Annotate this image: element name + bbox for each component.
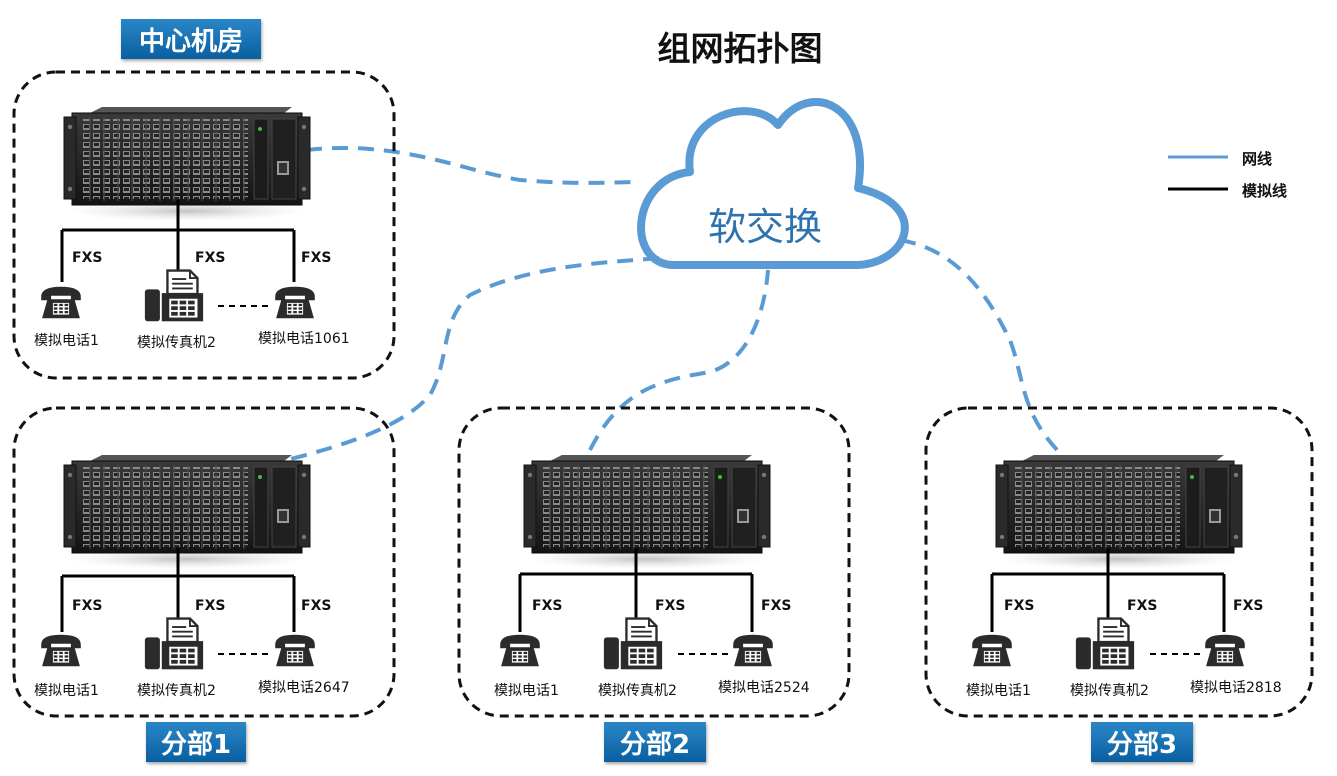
network-link-center bbox=[305, 145, 641, 185]
fxs-port-label: FXS bbox=[72, 250, 103, 266]
gateway-device bbox=[523, 454, 771, 570]
site-label-branch3: 分部3 bbox=[1091, 722, 1193, 762]
device-label: 模拟传真机2 bbox=[137, 683, 216, 699]
fax-icon bbox=[602, 617, 664, 671]
fxs-port-label: FXS bbox=[655, 598, 686, 614]
softswitch-cloud bbox=[637, 98, 909, 269]
site-label-branch2: 分部2 bbox=[604, 722, 706, 762]
site-center bbox=[41, 106, 315, 323]
fxs-port-label: FXS bbox=[301, 250, 332, 266]
site-region-branch1 bbox=[12, 406, 396, 718]
analog-wiring bbox=[60, 200, 296, 307]
site-label-branch1: 分部1 bbox=[146, 722, 246, 762]
device-label: 模拟传真机2 bbox=[598, 683, 677, 699]
fax-icon bbox=[143, 617, 205, 671]
network-links bbox=[265, 145, 1067, 467]
phone-icon bbox=[1205, 634, 1245, 667]
phone-icon bbox=[41, 634, 81, 667]
network-link-branch3 bbox=[899, 238, 1067, 460]
fax-icon bbox=[1074, 617, 1136, 671]
site-branch3 bbox=[972, 454, 1245, 671]
fxs-port-label: FXS bbox=[1004, 598, 1035, 614]
site-region-center bbox=[12, 70, 396, 380]
legend-network-label: 网线 bbox=[1242, 150, 1273, 168]
site-label-center: 中心机房 bbox=[121, 19, 261, 59]
device-label: 模拟电话1 bbox=[34, 683, 99, 699]
softswitch-label: 软交换 bbox=[707, 205, 822, 249]
phone-icon bbox=[972, 634, 1012, 667]
site-branch1 bbox=[41, 454, 315, 671]
site-branch2 bbox=[500, 454, 773, 671]
device-label: 模拟电话1061 bbox=[258, 331, 350, 347]
analog-wiring bbox=[990, 548, 1226, 655]
phone-icon bbox=[41, 286, 81, 319]
site-region-branch2 bbox=[457, 406, 851, 718]
analog-wiring bbox=[60, 548, 296, 655]
network-link-branch2 bbox=[588, 269, 770, 451]
device-label: 模拟电话2647 bbox=[258, 680, 350, 696]
phone-icon bbox=[500, 634, 540, 667]
device-label: 模拟电话2524 bbox=[718, 680, 810, 696]
phone-icon bbox=[275, 286, 315, 319]
fax-icon bbox=[143, 269, 205, 323]
fxs-port-label: FXS bbox=[1233, 598, 1264, 614]
device-label: 模拟电话1 bbox=[494, 683, 559, 699]
device-label: 模拟电话1 bbox=[966, 683, 1031, 699]
fxs-port-label: FXS bbox=[761, 598, 792, 614]
site-region-branch3 bbox=[924, 406, 1314, 718]
fxs-port-label: FXS bbox=[195, 598, 226, 614]
fxs-port-label: FXS bbox=[195, 250, 226, 266]
gateway-device bbox=[63, 454, 311, 570]
device-label: 模拟传真机2 bbox=[137, 335, 216, 351]
phone-icon bbox=[275, 634, 315, 667]
fxs-port-label: FXS bbox=[301, 598, 332, 614]
fxs-port-label: FXS bbox=[72, 598, 103, 614]
device-label: 模拟电话1 bbox=[34, 333, 99, 349]
legend-analog-label: 模拟线 bbox=[1242, 182, 1288, 200]
fxs-port-label: FXS bbox=[1127, 598, 1158, 614]
phone-icon bbox=[733, 634, 773, 667]
gateway-device bbox=[995, 454, 1243, 570]
device-label: 模拟传真机2 bbox=[1070, 683, 1149, 699]
analog-wiring bbox=[518, 548, 754, 655]
fxs-port-label: FXS bbox=[532, 598, 563, 614]
diagram-title: 组网拓扑图 bbox=[657, 29, 823, 68]
network-link-branch1 bbox=[265, 256, 663, 467]
device-label: 模拟电话2818 bbox=[1190, 680, 1282, 696]
gateway-device bbox=[63, 106, 311, 222]
